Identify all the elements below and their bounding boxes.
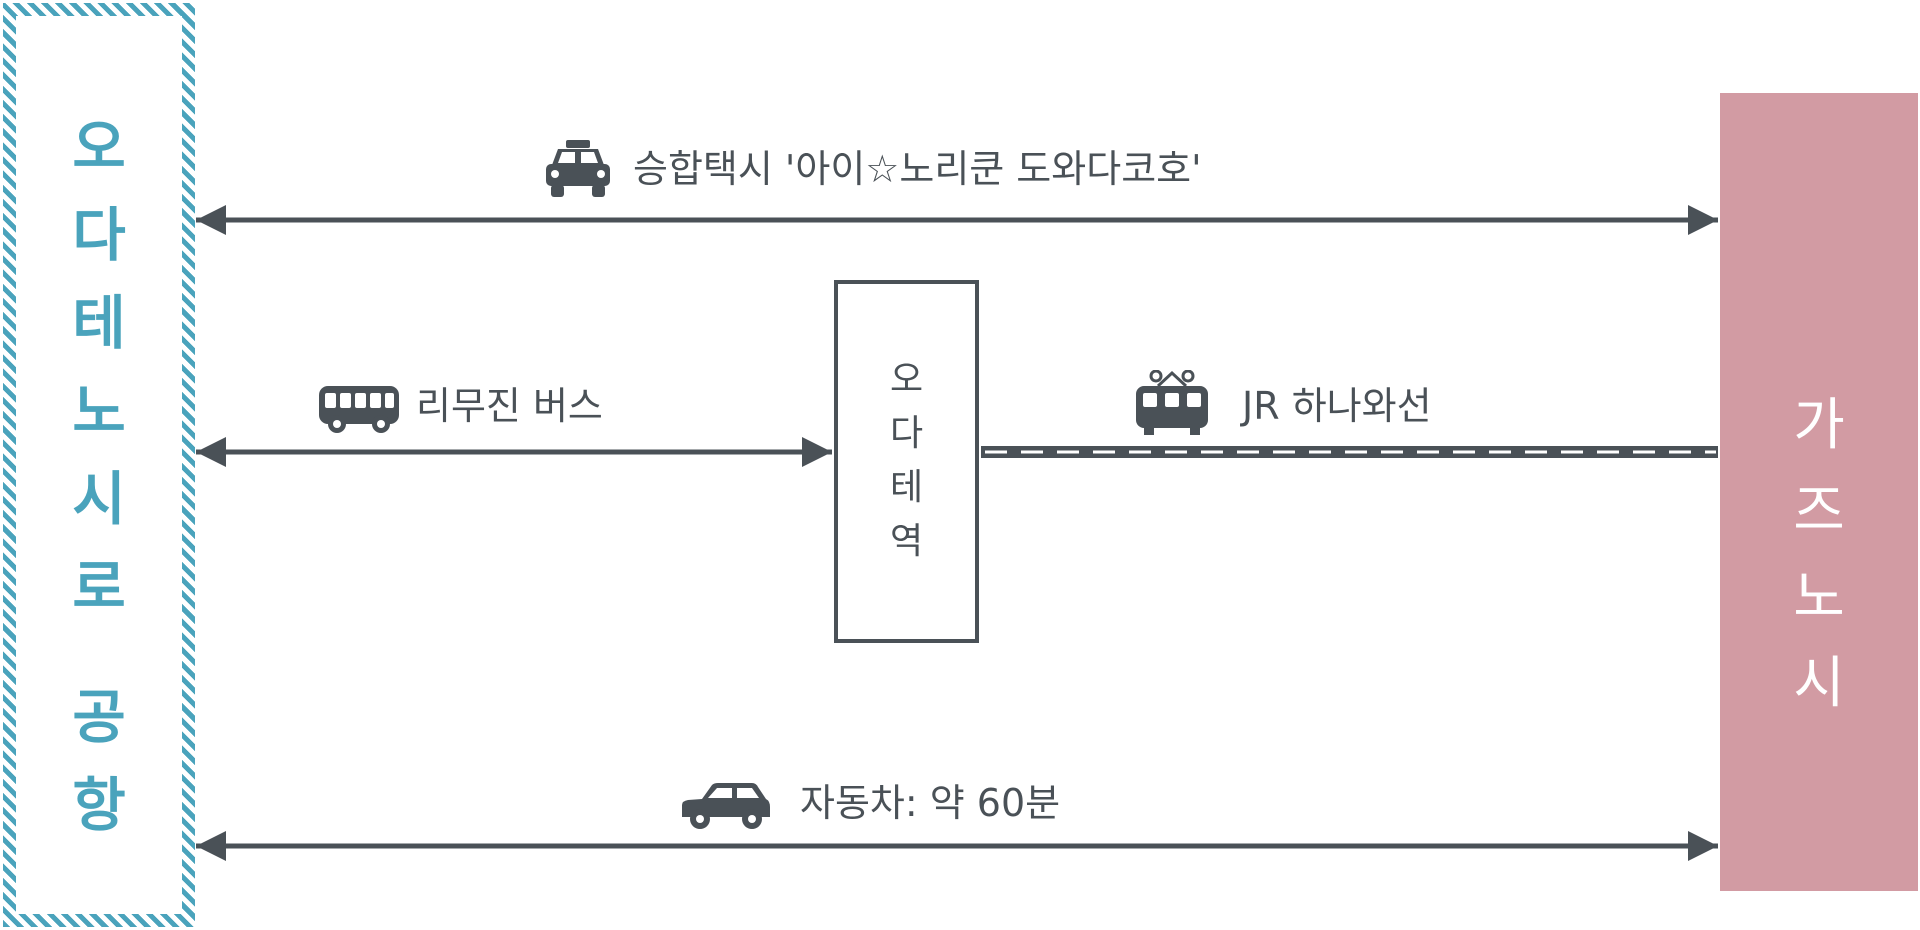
car-icon: [682, 783, 770, 829]
airport-char: 시: [72, 465, 126, 533]
airport-char: 다: [72, 201, 126, 269]
city-box: [1720, 93, 1918, 891]
airport-char: 로: [72, 553, 126, 621]
taxi-route-label: 승합택시 '아이☆노리쿤 도와다코호': [633, 147, 1202, 191]
airport-box: [3, 3, 195, 927]
city-label: 가 즈 노 시: [1720, 398, 1918, 712]
station-char: 오: [889, 359, 924, 400]
station-char: 다: [889, 413, 924, 454]
station-char: 역: [889, 521, 924, 562]
airport-char: 항: [72, 771, 126, 839]
city-char: 시: [1793, 651, 1845, 716]
city-char: 가: [1793, 393, 1845, 458]
airport-char: 오: [72, 113, 126, 181]
city-char: 노: [1793, 565, 1845, 630]
station-char: 테: [889, 467, 924, 508]
airport-label: 오 다 테 노 시 로 공 항: [3, 118, 195, 834]
train-icon: [1136, 370, 1208, 435]
station-label: 오 다 테 역: [834, 362, 979, 560]
train-route-label: JR 하나와선: [1242, 384, 1432, 428]
bus-icon: [319, 386, 399, 433]
airport-char: 노: [72, 377, 126, 445]
car-route-label: 자동차: 약 60분: [800, 781, 1061, 825]
airport-char: 테: [72, 289, 126, 357]
city-char: 즈: [1793, 479, 1845, 544]
airport-char: 공: [72, 683, 126, 751]
taxi-icon: [546, 140, 610, 197]
bus-route-label: 리무진 버스: [416, 384, 603, 428]
station-box: [834, 280, 979, 643]
